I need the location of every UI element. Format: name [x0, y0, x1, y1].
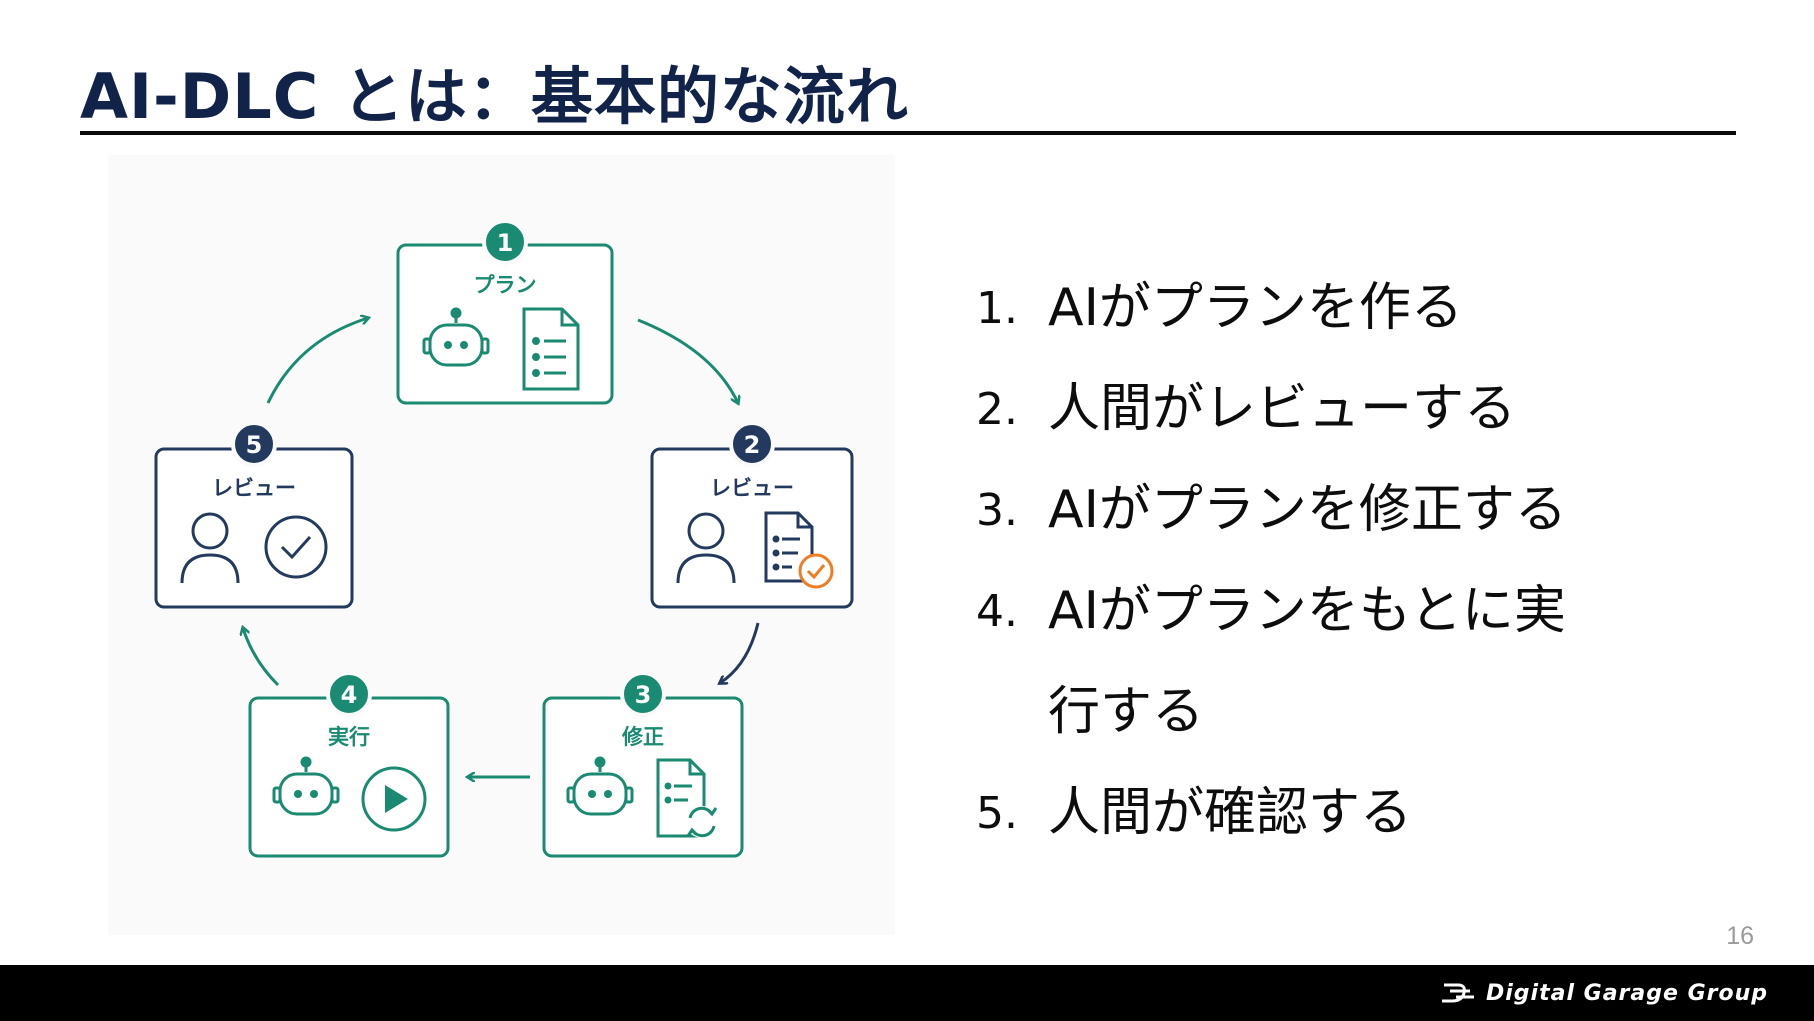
logo-text: Digital Garage Group — [1485, 980, 1768, 1006]
workflow-diagram: 1 プラン 2 レビュー — [108, 155, 895, 935]
logo-mark-icon — [1441, 983, 1474, 1003]
step-number: 3. — [976, 485, 1018, 536]
step-number: 1. — [976, 283, 1018, 334]
checklist-document-icon — [522, 307, 580, 391]
step-text: AIがプランをもとに実行する — [1048, 581, 1566, 742]
node-2-label: レビュー — [710, 476, 794, 500]
list-item: 3. AIがプランを修正する — [976, 460, 1696, 561]
step-text: 人間が確認する — [1048, 783, 1413, 843]
node-fix: 3 修正 — [542, 671, 744, 858]
arrow-2-to-3 — [720, 622, 760, 683]
document-refresh-icon — [656, 758, 718, 838]
slide-title: AI-DLC とは：基本的な流れ — [80, 60, 909, 133]
company-logo: Digital Garage Group — [1440, 979, 1768, 1007]
arrow-5-to-1 — [266, 318, 368, 404]
node-5-label: レビュー — [212, 476, 296, 500]
node-review-2: 2 レビュー — [650, 421, 854, 609]
node-1-label: プラン — [474, 273, 537, 297]
node-1-number: 1 — [497, 229, 514, 257]
list-item: 4. AIがプランをもとに実行する — [976, 561, 1696, 763]
node-3-number: 3 — [635, 681, 652, 709]
robot-icon — [272, 756, 340, 816]
robot-icon — [422, 307, 490, 367]
list-item: 1. AIがプランを作る — [976, 258, 1696, 359]
check-circle-icon — [264, 515, 328, 579]
play-icon — [361, 766, 427, 832]
node-4-label: 実行 — [328, 725, 370, 749]
footer-bar: Digital Garage Group — [0, 965, 1814, 1021]
list-item: 5. 人間が確認する — [976, 763, 1696, 864]
person-icon — [676, 512, 736, 584]
robot-icon — [566, 756, 634, 816]
step-number: 2. — [976, 384, 1018, 435]
arrow-1-to-2 — [637, 318, 738, 403]
step-number: 4. — [976, 586, 1018, 637]
node-plan: 1 プラン — [396, 219, 614, 405]
step-text: AIがプランを作る — [1048, 278, 1463, 338]
step-text: AIがプランを修正する — [1048, 480, 1567, 540]
node-3-label: 修正 — [621, 725, 664, 749]
node-4-number: 4 — [341, 681, 358, 709]
page-number: 16 — [1726, 922, 1754, 950]
node-5-number: 5 — [246, 431, 263, 459]
document-check-icon — [764, 511, 834, 589]
step-text: 人間がレビューする — [1048, 379, 1517, 439]
list-item: 2. 人間がレビューする — [976, 359, 1696, 460]
arrow-4-to-5 — [243, 628, 280, 687]
node-review-5: 5 レビュー — [154, 421, 354, 609]
node-execute: 4 実行 — [248, 671, 450, 858]
steps-list: 1. AIがプランを作る 2. 人間がレビューする 3. AIがプランを修正する… — [976, 258, 1696, 864]
node-2-number: 2 — [744, 431, 761, 459]
person-icon — [180, 512, 240, 584]
step-number: 5. — [976, 788, 1018, 839]
title-divider — [80, 131, 1736, 135]
